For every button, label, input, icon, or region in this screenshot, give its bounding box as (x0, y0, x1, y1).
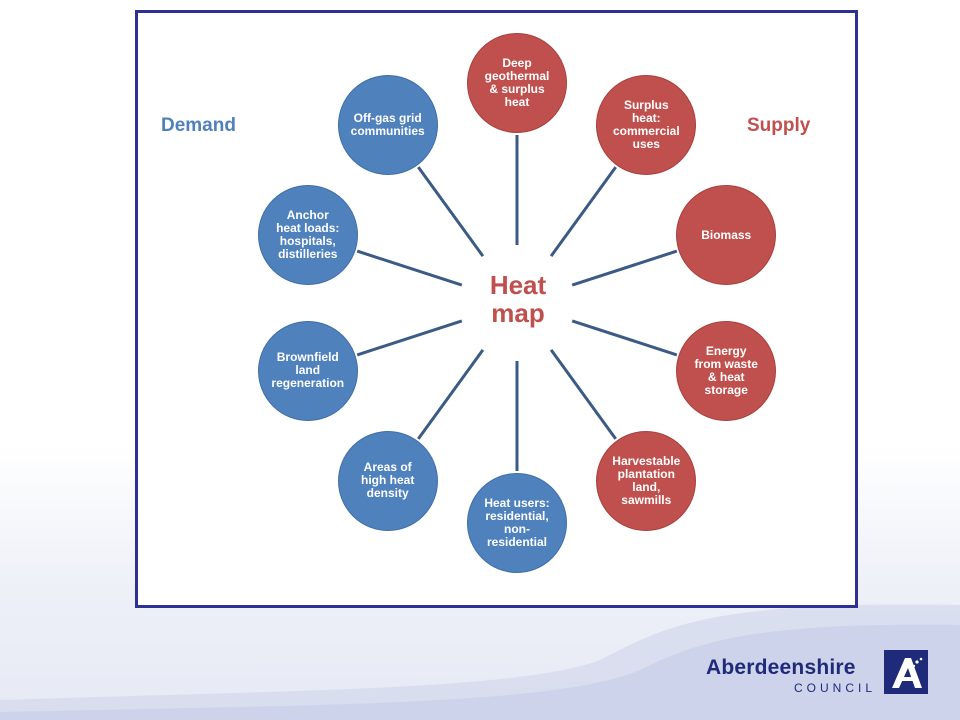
diagram-frame: Heat map Demand Supply Deep geothermal &… (135, 10, 858, 608)
node-anchor-heat-loads: Anchor heat loads: hospitals, distilleri… (257, 185, 358, 286)
connector-high-heat-density (417, 349, 485, 440)
supply-label: Supply (747, 115, 811, 136)
logo-subtitle: COUNCIL (794, 681, 877, 695)
node-surplus-heat-commercial: Surplus heat: commercial uses (596, 75, 697, 176)
node-heat-users: Heat users: residential, non- residentia… (467, 473, 567, 573)
aberdeenshire-a-logo-icon (884, 650, 928, 694)
heat-map-diagram (356, 135, 678, 471)
node-biomass: Biomass (676, 185, 777, 286)
node-brownfield-land: Brownfield land regeneration (257, 320, 358, 421)
connector-biomass (571, 249, 678, 287)
center-label-heat-map: Heat map (489, 270, 547, 328)
connector-anchor-heat-loads (356, 249, 463, 287)
connector-surplus-heat-commercial (549, 166, 617, 257)
node-off-gas-grid: Off-gas grid communities (337, 75, 438, 176)
council-logo: Aberdeenshire COUNCIL (706, 648, 928, 698)
connector-off-gas-grid (417, 166, 485, 257)
node-energy-from-waste: Energy from waste & heat storage (676, 320, 777, 421)
node-harvestable-plantation: Harvestable plantation land, sawmills (596, 430, 697, 531)
connector-brownfield-land (356, 319, 463, 357)
demand-label: Demand (161, 115, 236, 136)
connector-energy-from-waste (571, 319, 678, 357)
node-high-heat-density: Areas of high heat density (337, 430, 438, 531)
logo-name: Aberdeenshire (706, 656, 856, 679)
connector-harvestable-plantation (549, 349, 617, 440)
node-deep-geothermal: Deep geothermal & surplus heat (467, 33, 567, 133)
